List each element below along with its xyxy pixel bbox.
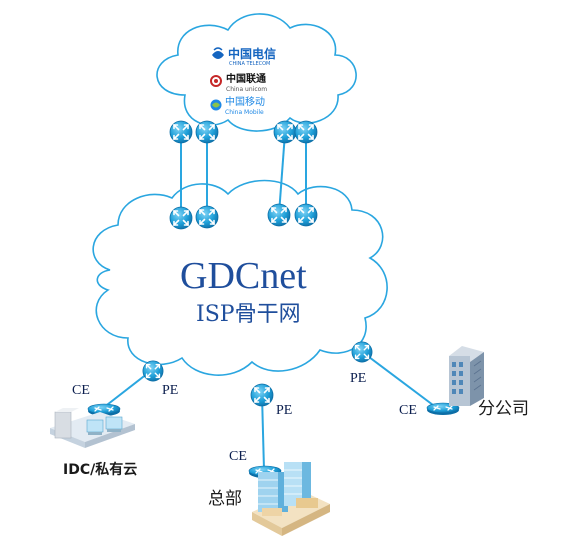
idc-equipment-icon — [50, 408, 135, 448]
china-telecom-en: CHINA TELECOM — [229, 61, 271, 67]
ce-label-hq: CE — [229, 449, 247, 464]
china-unicom-name: 中国联通 — [226, 74, 266, 85]
headquarters-building-icon — [252, 462, 330, 536]
site-name-idc: IDC/私有云 — [63, 462, 138, 478]
pe-label-idc: PE — [162, 383, 179, 398]
access-links — [102, 350, 438, 471]
branch-office-building-icon — [449, 346, 484, 406]
pe-label-hq: PE — [276, 403, 293, 418]
ce-label-branch: CE — [399, 403, 417, 418]
site-name-hq: 总部 — [208, 489, 242, 509]
china-telecom-logo — [212, 47, 224, 59]
china-unicom-en: China unicom — [226, 86, 268, 93]
china-telecom-name: 中国电信 — [228, 47, 277, 61]
gdcnet-cloud — [92, 179, 388, 376]
pe-router-hq — [250, 383, 274, 407]
core-network-title: GDCnet — [180, 255, 307, 297]
china-mobile-name: 中国移动 — [225, 97, 265, 108]
china-mobile-logo — [210, 99, 222, 111]
china-mobile-en: China Mobile — [225, 109, 264, 116]
core-network-subtitle: ISP骨干网 — [196, 302, 301, 327]
pe-router-idc — [142, 360, 164, 382]
china-unicom-logo — [210, 75, 222, 87]
trunk-links — [180, 132, 307, 215]
pe-label-branch: PE — [350, 371, 367, 386]
site-name-branch: 分公司 — [478, 399, 529, 419]
pe-router-branch — [351, 341, 373, 363]
carrier-cloud — [156, 13, 357, 132]
ce-label-idc: CE — [72, 383, 90, 398]
